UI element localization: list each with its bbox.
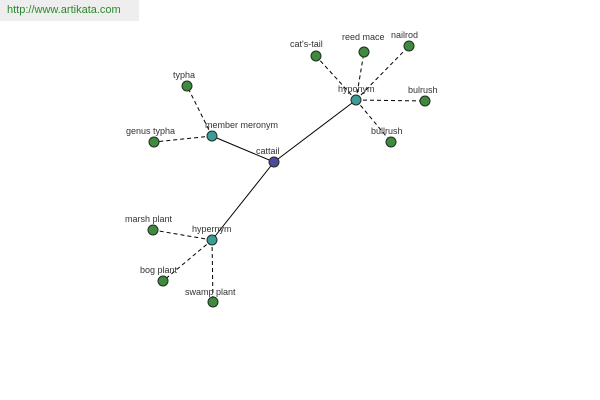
- node-bulrush-1[interactable]: [419, 95, 431, 107]
- edge-cattail-hyponym: [273, 99, 357, 163]
- label-bulrush-1[interactable]: bulrush: [408, 85, 438, 95]
- label-cattail[interactable]: cattail: [256, 146, 280, 156]
- label-member-meronym[interactable]: member meronym: [205, 120, 278, 130]
- label-cats-tail[interactable]: cat's-tail: [290, 39, 323, 49]
- label-nailrod[interactable]: nailrod: [391, 30, 418, 40]
- node-member-meronym[interactable]: [206, 130, 218, 142]
- label-marsh-plant[interactable]: marsh plant: [125, 214, 173, 224]
- edge-hyponym-bullrush: [355, 99, 392, 143]
- node-cats-tail[interactable]: [310, 50, 322, 62]
- node-marsh-plant[interactable]: [147, 224, 159, 236]
- label-hyponym[interactable]: hyponym: [338, 84, 375, 94]
- label-bog-plant[interactable]: bog plant: [140, 265, 178, 275]
- edge-hyponym-cats-tail: [315, 55, 357, 101]
- node-bog-plant[interactable]: [157, 275, 169, 287]
- label-swamp-plant[interactable]: swamp plant: [185, 287, 236, 297]
- node-typha[interactable]: [181, 80, 193, 92]
- edge-member-meronym-typha: [186, 85, 213, 137]
- node-swamp-plant[interactable]: [207, 296, 219, 308]
- edge-hypernym-bog-plant: [162, 239, 213, 282]
- node-reed-mace[interactable]: [358, 46, 370, 58]
- label-hypernym[interactable]: hypernym: [192, 224, 232, 234]
- node-nailrod[interactable]: [403, 40, 415, 52]
- node-hypernym[interactable]: [206, 234, 218, 246]
- label-reed-mace[interactable]: reed mace: [342, 32, 385, 42]
- edge-hypernym-swamp-plant: [211, 239, 214, 303]
- label-bullrush[interactable]: bullrush: [371, 126, 403, 136]
- label-genus-typha[interactable]: genus typha: [126, 126, 175, 136]
- graph-nodes: [147, 40, 431, 308]
- graph-labels: cattail hyponym cat's-tail reed mace nailrod…: [125, 30, 438, 297]
- edge-member-meronym-genus-typha: [153, 135, 213, 143]
- edge-cattail-hypernym: [211, 161, 275, 241]
- edge-hyponym-reed-mace: [355, 51, 365, 101]
- edge-hypernym-marsh-plant: [152, 229, 213, 241]
- edge-hyponym-bulrush-1: [355, 99, 426, 102]
- node-cattail[interactable]: [268, 156, 280, 168]
- node-hyponym[interactable]: [350, 94, 362, 106]
- label-typha[interactable]: typha: [173, 70, 195, 80]
- edge-cattail-member-meronym: [211, 135, 275, 163]
- edge-hyponym-nailrod: [355, 45, 410, 101]
- node-bullrush[interactable]: [385, 136, 397, 148]
- node-genus-typha[interactable]: [148, 136, 160, 148]
- graph-edges: [152, 45, 426, 303]
- site-url[interactable]: http://www.artikata.com: [0, 0, 139, 21]
